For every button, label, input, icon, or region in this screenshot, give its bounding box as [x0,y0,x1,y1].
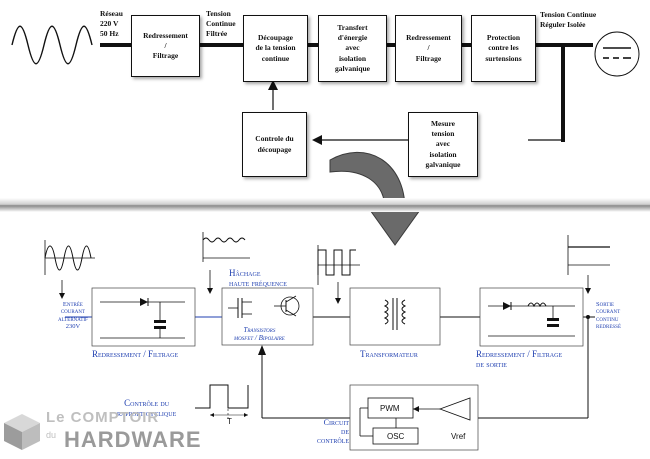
control-circuit-label: Circuit de contrôle [317,418,349,446]
control-circuit-schematic [349,384,479,451]
stage1-label: Redressement / Filtrage [92,349,179,359]
top-mid-label: Tension Continue Filtrée [206,9,236,38]
top-box-protection: Protection contre les surtensions [471,15,536,82]
transistor-label: Transistors mosfet / Bipolaire [234,326,285,343]
pwm-label: PWM [380,404,400,413]
top-box-redressement-2: Redressement / Filtrage [395,15,462,82]
transition-arrow [329,151,421,246]
duty-cycle-label: Contrôle du rapport cyclique [117,398,177,419]
stage3-schematic [479,287,584,347]
top-box-redressement: Redressement / Filtrage [131,15,200,77]
transformer-label: Transformateur [360,349,418,359]
logo-line1: Le COMPTOIR [46,409,160,426]
comptoir-hardware-logo: Le COMPTOIR du HARDWARE [2,406,212,456]
output-dc-waveform [567,235,610,294]
arrow-to-control [312,135,322,145]
stage3-label: Redressement / Filtrage de sortie [476,349,563,370]
vref-label: Vref [451,432,466,441]
output-bus [565,43,593,47]
period-label: T [227,417,232,426]
logo-line2: du [46,430,57,440]
square-waveform [317,245,360,304]
transformer-schematic [349,287,441,346]
top-box-controle: Controle du découpage [242,112,307,177]
top-box-decoupage: Découpage de la tension continue [243,15,308,82]
feedback-line [561,45,565,142]
stage1-schematic [91,287,196,347]
top-box-mesure: Mesure tension avec isolation galvanique [408,112,478,177]
hachage-label: Hâchage haute fréquence [229,268,287,289]
logo-line3: HARDWARE [64,427,202,452]
arrow-to-decoupage [268,80,278,90]
top-output-label: Tension Continue Réguler Isolée [540,10,597,29]
bottom-input-wave [44,240,95,299]
top-box-transfert: Transfert d'énergie avec isolation galva… [318,15,387,82]
input-sine-wave [11,25,93,65]
top-input-label: Réseau 220 V 50 Hz [100,9,123,38]
ripple-waveform [202,232,250,294]
section-divider [0,198,650,212]
duty-cycle-waveform [195,384,249,420]
cube-logo-icon [4,414,40,450]
dc-output-symbol [594,31,640,77]
osc-label: OSC [387,432,405,441]
hachage-schematic [221,287,314,346]
bottom-output-label: Sortie courant continu redressé [596,301,622,331]
bottom-input-label: Entrée courant alternatif 230V [58,301,88,331]
